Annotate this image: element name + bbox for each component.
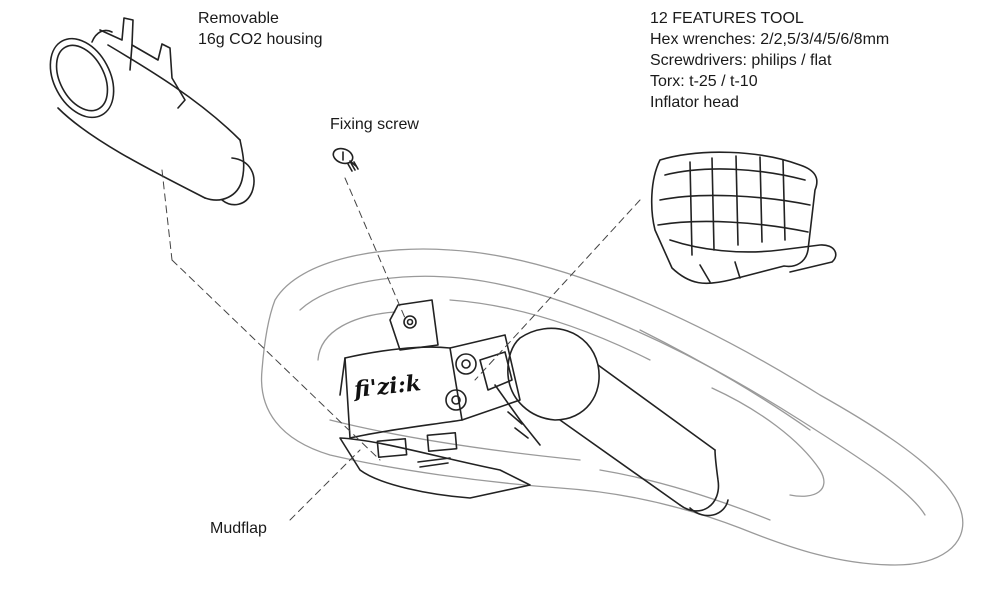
co2-housing-drawing: [49, 17, 255, 206]
mount-drawing: [339, 299, 541, 499]
tool-feature-line: Inflator head: [650, 94, 739, 111]
tool-feature-line: Torx: t-25 / t-10: [650, 73, 758, 90]
fixing-screw-label: Fixing screw: [330, 116, 419, 133]
tool-feature-line: Hex wrenches: 2/2,5/3/4/5/6/8mm: [650, 31, 890, 48]
saddle-drawing: [260, 248, 964, 566]
co2-housing-label: Removable 16g CO2 housing: [198, 8, 323, 50]
co2-housing-label-line2: 16g CO2 housing: [198, 31, 323, 48]
assembly-guide-lines: [161, 169, 641, 521]
tool-features-label: 12 FEATURES TOOL Hex wrenches: 2/2,5/3/4…: [650, 8, 889, 113]
fixing-screw-drawing: [332, 147, 359, 172]
tool-features-title: 12 FEATURES TOOL: [650, 10, 804, 27]
multitool-drawing: [650, 151, 837, 285]
brand-logo: fi'zi:k: [351, 370, 422, 403]
mudflap-label: Mudflap: [210, 520, 267, 537]
co2-cylinder-drawing: [507, 327, 729, 517]
tool-feature-line: Screwdrivers: philips / flat: [650, 52, 832, 69]
co2-housing-label-line1: Removable: [198, 10, 279, 27]
